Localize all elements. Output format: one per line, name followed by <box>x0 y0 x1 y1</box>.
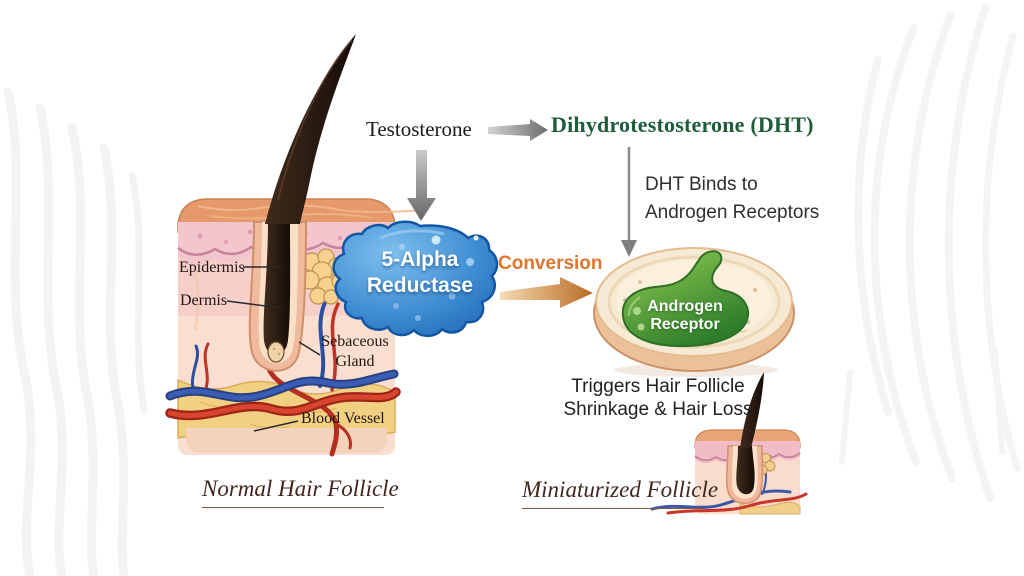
dht-label: Dihydrotestosterone (DHT) <box>551 112 814 137</box>
enzyme-line1: 5-Alpha <box>381 248 459 271</box>
testosterone-to-dht-arrow-icon <box>488 119 548 141</box>
left-background-pattern <box>3 87 148 576</box>
enzyme-label: 5-Alpha Reductase <box>350 247 490 299</box>
hair-shaft <box>265 34 356 224</box>
right-background-pattern <box>839 4 1021 502</box>
effect-line1: Triggers Hair Follicle <box>571 376 745 397</box>
blood-vessels <box>165 260 401 457</box>
conversion-arrow-icon <box>500 277 593 308</box>
hair-root <box>263 222 291 355</box>
sebaceous-line2: Gland <box>335 353 375 370</box>
effect-label: Triggers Hair Follicle Shrinkage & Hair … <box>556 375 760 421</box>
mini-hair-shaft <box>740 372 764 448</box>
testosterone-down-arrow-icon <box>407 150 436 221</box>
androgen-receptor-blob <box>621 250 749 348</box>
miniaturized-follicle-illustration <box>650 372 808 515</box>
testosterone-label: Testosterone <box>366 117 472 141</box>
effect-line2: Shrinkage & Hair Loss <box>563 399 753 420</box>
miniaturized-follicle-caption: Miniaturized Follicle <box>522 477 718 509</box>
enzyme-blob <box>332 220 499 338</box>
subcutis-band <box>186 428 387 453</box>
dermis-label: Dermis <box>180 292 228 309</box>
enzyme-line2: Reductase <box>366 274 474 297</box>
receptor-line1: Androgen <box>647 298 723 315</box>
dht-binds-label: DHT Binds to Androgen Receptors <box>645 171 835 227</box>
label-leader-lines <box>226 266 321 432</box>
dht-binds-line2: Androgen Receptors <box>645 202 820 223</box>
receptor-line2: Receptor <box>650 316 720 333</box>
sebaceous-gland-label: Sebaceous Gland <box>315 332 395 372</box>
mini-hair-follicle <box>725 372 764 504</box>
blood-vessel-label: Blood Vessel <box>301 410 385 427</box>
androgen-receptor-label: Androgen Receptor <box>626 298 744 334</box>
dht-down-arrow-icon <box>621 147 637 257</box>
epidermis-label: Epidermis <box>179 259 245 276</box>
dht-binds-line1: DHT Binds to <box>645 174 758 195</box>
hair-follicle <box>248 34 356 372</box>
sebaceous-line1: Sebaceous <box>321 333 389 350</box>
enzyme-highlights <box>393 235 479 321</box>
dermal-papilla <box>267 341 285 363</box>
conversion-label: Conversion <box>498 253 603 274</box>
normal-follicle-caption: Normal Hair Follicle <box>202 476 399 508</box>
